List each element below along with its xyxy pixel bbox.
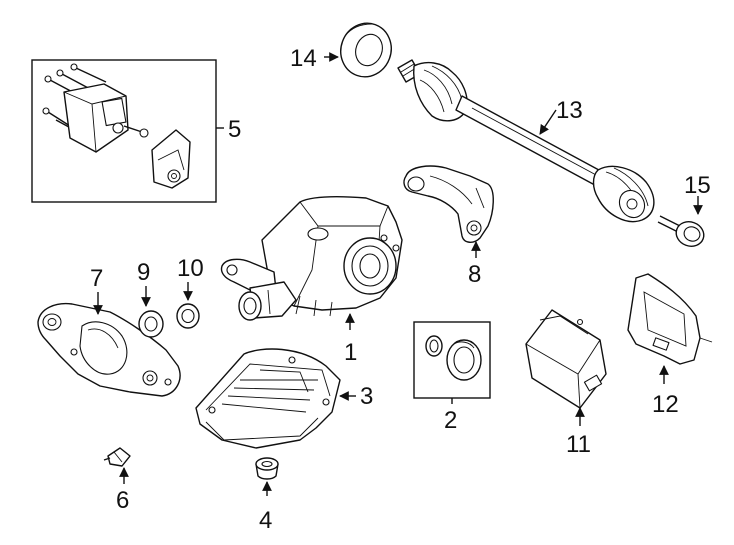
part-13-axle-shaft[interactable] [397, 59, 655, 223]
callout-5: 5 [228, 116, 241, 143]
part-1-differential[interactable] [220, 196, 403, 321]
part-5-motor [63, 83, 149, 153]
callout-4: 4 [259, 507, 272, 534]
part-5-bracket [151, 129, 191, 189]
callout-1: 1 [344, 339, 357, 366]
callout-3: 3 [360, 383, 373, 410]
part-4-plug[interactable] [255, 457, 279, 480]
callout-12: 12 [652, 391, 679, 418]
part-14-seal[interactable] [333, 16, 398, 84]
callout-15: 15 [684, 172, 711, 199]
part-12-bracket-plate[interactable] [627, 273, 713, 365]
callout-10: 10 [177, 255, 204, 282]
part-15-axle-bolt[interactable] [657, 215, 707, 250]
part-3-cover[interactable] [195, 348, 341, 449]
callout-8: 8 [468, 261, 481, 288]
callout-13: 13 [556, 97, 583, 124]
callout-2: 2 [444, 407, 457, 434]
part-10-seal[interactable] [176, 303, 200, 329]
callout-13-leader [539, 109, 557, 135]
callout-14: 14 [290, 45, 317, 72]
part-7-mount[interactable] [37, 302, 181, 397]
part-5-actuator-kit[interactable] [31, 59, 217, 203]
part-8-mount-bracket[interactable] [403, 165, 494, 243]
callout-9: 9 [137, 259, 150, 286]
callout-7: 7 [90, 265, 103, 292]
part-9-seal[interactable] [138, 310, 164, 338]
part-11-control-module[interactable] [525, 309, 607, 409]
part-5-kit-box [31, 59, 217, 203]
callout-11: 11 [566, 431, 591, 458]
part-2-seal-kit[interactable] [413, 321, 491, 399]
part-6-sensor[interactable] [103, 447, 131, 467]
callout-6: 6 [116, 487, 129, 514]
